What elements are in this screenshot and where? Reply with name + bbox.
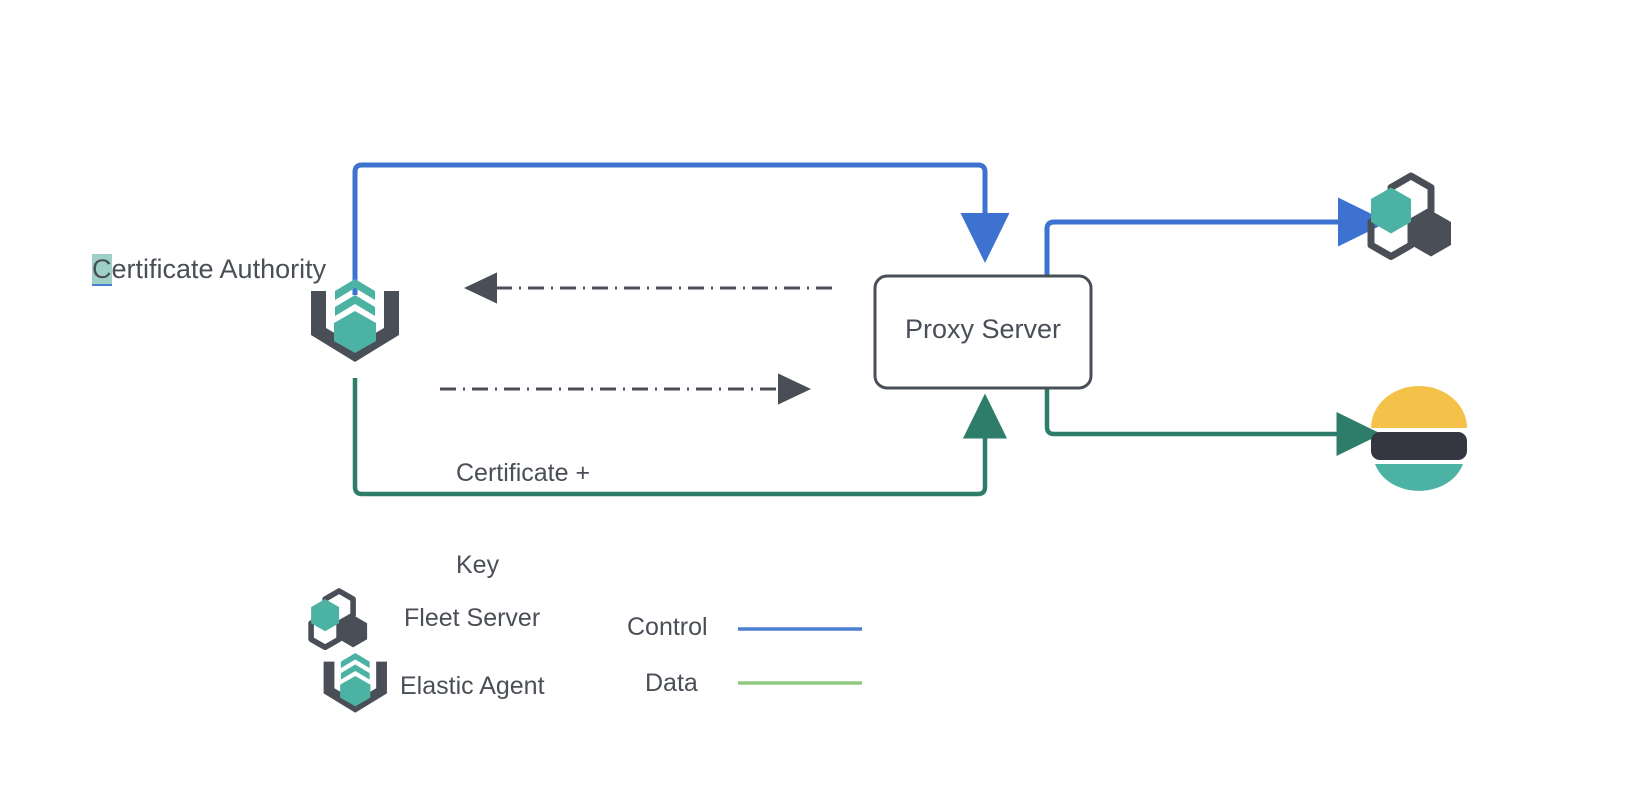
control-edge-ca-to-proxy — [352, 162, 1010, 295]
data-edge-ca-to-proxy — [352, 378, 1008, 497]
fleet-server-icon — [1367, 172, 1451, 260]
elastic-agent-icon — [311, 279, 399, 362]
legend-fleet-server-icon — [308, 588, 368, 651]
elasticsearch-icon — [1371, 386, 1467, 491]
legend-line-label-data: Data — [645, 669, 698, 697]
legend-item-label-elastic-agent: Elastic Agent — [400, 672, 545, 700]
legend-item-label-fleet-server: Fleet Server — [404, 604, 541, 632]
certificate-key-label-line1: Certificate + — [456, 459, 591, 487]
control-edge-proxy-to-fleet — [1044, 197, 1388, 278]
certificate-key-label: Certificate + Key — [456, 397, 590, 641]
certificate-key-label-line2: Key — [456, 550, 500, 579]
proxy-server-box[interactable] — [873, 274, 1093, 390]
certificate-authority-label-rest: ertificate Authority — [111, 254, 327, 284]
proxy-server-label: Proxy Server — [904, 314, 1062, 344]
legend-elastic-agent-icon — [323, 653, 387, 713]
legend-line-label-control: Control — [627, 613, 708, 641]
data-edge-proxy-to-elasticsearch — [1044, 388, 1382, 457]
certificate-authority-highlight: C — [92, 254, 112, 284]
certificate-authority-label: Certificate Authority — [92, 253, 326, 286]
